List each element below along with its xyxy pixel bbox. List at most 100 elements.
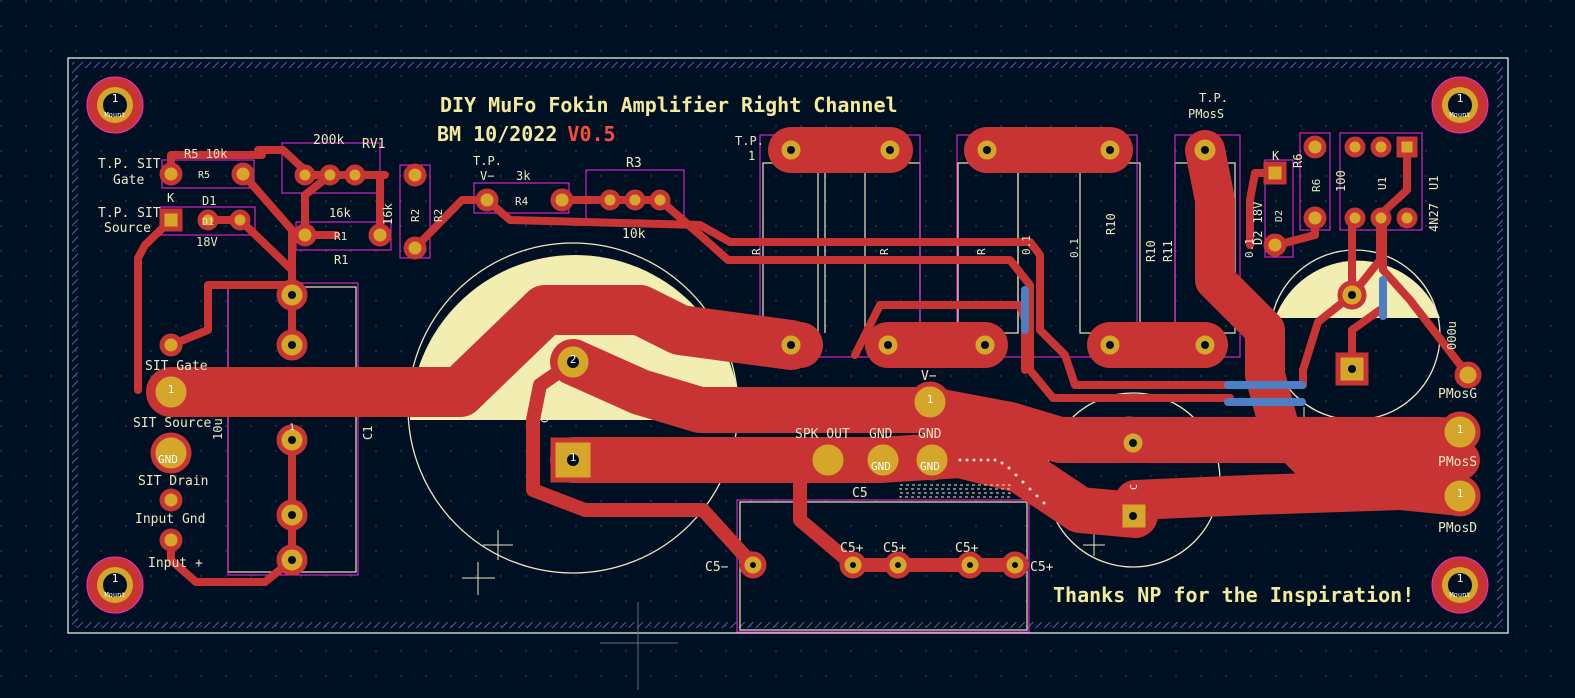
board-title: DIY MuFo Fokin Amplifier Right Channel (440, 93, 898, 117)
mount-hole-bottom-left (86, 556, 144, 614)
r2-value: 16k (381, 203, 395, 225)
mount-label-bl: Mount (104, 591, 125, 599)
c5-ref: C5 (852, 486, 868, 501)
r-small-a: R (750, 248, 763, 255)
mount-hole-top-right (1431, 76, 1489, 134)
sit-gate-label: SIT Gate (145, 359, 208, 374)
d1-ref: D1 (202, 194, 216, 208)
vminus-label: V− (921, 369, 937, 384)
c5-plus-4: C5+ (1030, 560, 1054, 575)
mount-pin-br: 1 (1457, 572, 1464, 585)
pad-drills (288, 146, 1356, 568)
r2-ref: R2 (432, 209, 445, 222)
r4-body: R4 (515, 195, 529, 208)
sit-drain-label: SIT Drain (138, 474, 208, 489)
r-small-c: R (975, 248, 988, 255)
r6-body: R6 (1310, 179, 1323, 192)
pad-numbers: 1 2 1 1 1 1 1 C C (168, 353, 1464, 500)
tp1-line2: 1 (748, 149, 755, 163)
r4-value: 3k (516, 169, 531, 183)
d1-body: D1 (202, 217, 214, 228)
pin-sit-source: 1 (168, 383, 175, 396)
input-plus-label: Input + (148, 556, 203, 571)
mount-hole-labels: 1 1 1 1 Mount Mount Mount Mount (104, 92, 1470, 599)
sit-source-label: SIT Source (133, 416, 211, 431)
board-date: BM 10/2022 (437, 122, 557, 146)
tp-sit-source-line1: T.P. SIT (98, 206, 161, 221)
tp-vm-line1: T.P. (473, 154, 502, 168)
mount-hole-bottom-right (1431, 556, 1489, 614)
d2-value: 0.1 (1243, 238, 1256, 258)
tp-pmoss-line2: PMosS (1188, 107, 1224, 121)
d2-ref: D2 18V (1251, 202, 1265, 245)
gnd-pad-b: GND (920, 460, 940, 473)
r6-value: 100 (1334, 170, 1348, 192)
u1-value: 4N27 (1427, 203, 1441, 232)
d2-k-label: K (1272, 149, 1280, 163)
r11-ref: R11 (1161, 240, 1175, 262)
c5-plus-2: C5+ (883, 541, 907, 556)
pin-cap-minus: 1 (570, 451, 577, 464)
d2-body: D2 (1274, 210, 1285, 222)
board-version: V0.5 (567, 122, 615, 146)
gnd-pad-a: GND (871, 460, 891, 473)
mount-label-br: Mount (1449, 591, 1470, 599)
mount-label-tl: Mount (104, 111, 125, 119)
r2-body: R2 (409, 209, 422, 222)
c1-ref: C1 (361, 426, 375, 440)
r10-ref: R10 (1144, 240, 1158, 262)
r1-value: 16k (329, 206, 351, 220)
c5-minus: C5− (705, 560, 729, 575)
gnd-left-label: GND (158, 453, 178, 466)
r3-ref: R3 (626, 156, 642, 171)
r-small-b: R (878, 248, 891, 255)
tp-vm-line2: V− (480, 169, 494, 183)
d1-value: 18V (196, 235, 218, 249)
cap-c-label-2: C (1129, 484, 1140, 490)
board-ground-ring (72, 62, 1503, 628)
mount-pin-bl: 1 (112, 572, 119, 585)
r5-body: R5 (198, 170, 210, 181)
pmoss-label: PMosS (1438, 455, 1477, 470)
r-value-01-b: 0.1 (1068, 238, 1081, 258)
rv1-ref: RV1 (362, 137, 385, 152)
u1-body: U1 (1376, 177, 1389, 190)
r5-ref: R5 10k (184, 147, 228, 161)
u1-ref: U1 (1427, 176, 1441, 190)
pin-vminus: 1 (927, 393, 934, 406)
r6-ref: R6 (1291, 154, 1305, 168)
input-gnd-label: Input Gnd (135, 512, 205, 527)
pin-cap-plus: 2 (570, 353, 577, 366)
rv1-value: 200k (313, 133, 344, 148)
crosshair-marks (462, 407, 1315, 690)
footer-text: Thanks NP for the Inspiration! (1053, 583, 1414, 607)
mount-label-tr: Mount (1449, 111, 1470, 119)
spk-out-label: SPK OUT (795, 427, 850, 442)
r1-body: R1 (334, 230, 347, 243)
tp-sit-gate-line2: Gate (113, 173, 144, 188)
c5-plus-3: C5+ (955, 541, 979, 556)
silkscreen-labels: T.P. SIT Gate T.P. SIT Source K D1 D1 18… (98, 91, 1477, 575)
gnd-a-label: GND (869, 427, 893, 442)
r3-value: 10k (622, 227, 646, 242)
mount-hole-top-left (86, 76, 144, 134)
c5-plus-1: C5+ (840, 541, 864, 556)
tp-sit-gate-line1: T.P. SIT (98, 157, 161, 172)
gnd-b-label: GND (918, 427, 942, 442)
d1-k-label: K (167, 191, 175, 205)
r10-body: R10 (1104, 213, 1118, 235)
cap-right-value: 000u (1445, 321, 1459, 350)
mount-pin-tr: 1 (1457, 92, 1464, 105)
tp1-line1: T.P. (735, 134, 764, 148)
pin-c1: 1 (289, 423, 294, 433)
dotted-marking (899, 458, 1046, 505)
r1-ref: R1 (334, 253, 348, 267)
cap-c-label-1: C (540, 417, 551, 423)
mount-pin-tl: 1 (112, 92, 119, 105)
board-subtitle: BM 10/2022 V0.5 (437, 122, 616, 146)
pin-pmosd: 1 (1457, 487, 1464, 500)
pmosg-label: PMosG (1438, 387, 1477, 402)
back-layer-traces (1021, 276, 1387, 406)
r-value-01-a: 0.1 (1020, 235, 1033, 255)
